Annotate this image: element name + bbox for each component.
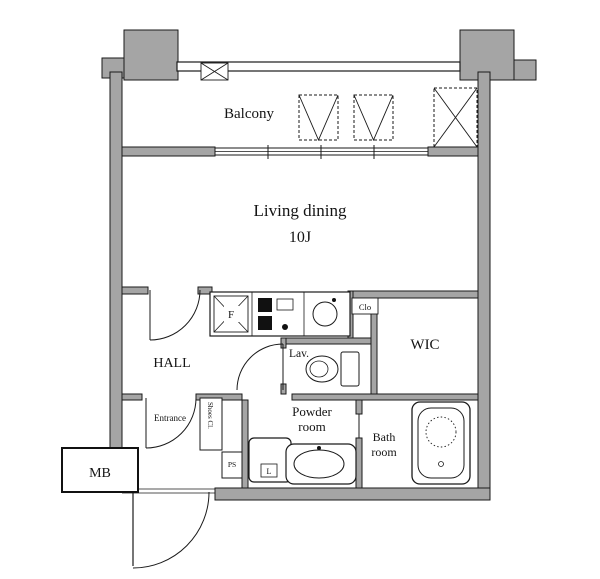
washing-machine-icon: L (248, 437, 292, 483)
refrigerator-icon: F (213, 295, 249, 333)
balcony-label: Balcony (224, 106, 274, 122)
wall-right (477, 71, 491, 501)
wall-balcony-sill-right (427, 146, 479, 157)
wall-powder-bath-stub (355, 399, 363, 415)
closet-label: Clo (359, 302, 371, 312)
bath-room-area: Bath room (371, 401, 471, 485)
entrance-label: Entrance (154, 413, 186, 423)
balcony-railing (176, 61, 461, 72)
entrance-area: Entrance Shoes Cl. PS (122, 397, 243, 494)
door-living-hall (149, 289, 201, 341)
pipe-space-box: PS (221, 451, 243, 479)
refrigerator-label: F (228, 309, 234, 321)
wall-wic-top (349, 290, 479, 299)
shoes-closet-box: Shoes Cl. (199, 397, 223, 451)
door-main-entrance (132, 491, 210, 569)
powder-room-label-line2: room (298, 419, 325, 434)
wall-entrance-powder-divider (241, 399, 249, 489)
balcony-equipment-marker-3 (433, 87, 478, 148)
wall-lower-seg-1 (121, 393, 143, 401)
stove-icon (258, 298, 294, 330)
laundry-label: L (267, 467, 272, 476)
balcony-area: Balcony (176, 61, 478, 148)
vanity-sink-icon (285, 443, 357, 485)
wall-kitchen-stub (197, 286, 213, 295)
wall-left (109, 71, 123, 491)
powder-room-area: Powder room L (248, 404, 357, 485)
hall-label: HALL (153, 356, 190, 371)
kitchen-sink-icon (312, 298, 338, 327)
door-lavatory (236, 343, 284, 391)
living-dining-label: Living dining (253, 201, 347, 220)
wall-pillar-top-left (123, 29, 179, 81)
door-hall-entrance (145, 397, 197, 449)
powder-room-label-line1: Powder (292, 404, 332, 419)
living-dining-size-label: 10J (289, 229, 311, 246)
window-sliding (214, 145, 429, 159)
wall-bottom (214, 487, 491, 501)
wall-hall-top-stub (121, 286, 149, 295)
wall-pillar-top-right-tab (513, 59, 537, 81)
wall-lower-seg-3 (291, 393, 479, 401)
toilet-icon (305, 351, 360, 387)
pipe-space-label: PS (228, 460, 236, 469)
kitchen-counter: F (209, 291, 351, 337)
lavatory-label: Lav. (289, 348, 309, 360)
meter-box-label: MB (89, 466, 111, 481)
shoes-closet-label: Shoes Cl. (206, 402, 214, 429)
lavatory-area: Lav. (289, 348, 360, 387)
bathtub-icon (411, 401, 471, 485)
wall-powder-bath (355, 437, 363, 489)
vent-icon (200, 62, 229, 81)
wic-label: WIC (410, 337, 439, 353)
doors (132, 289, 284, 569)
meter-box: MB (61, 447, 139, 493)
wall-balcony-sill-left (121, 146, 216, 157)
bath-room-label-line2: room (371, 445, 397, 459)
wall-lav-top (283, 337, 372, 345)
living-dining-area: Living dining 10J (253, 201, 347, 246)
balcony-equipment-marker-1 (298, 94, 339, 142)
closet-box: Clo (351, 297, 379, 315)
bath-room-label-line1: Bath (373, 430, 396, 444)
balcony-equipment-marker-2 (353, 94, 394, 142)
